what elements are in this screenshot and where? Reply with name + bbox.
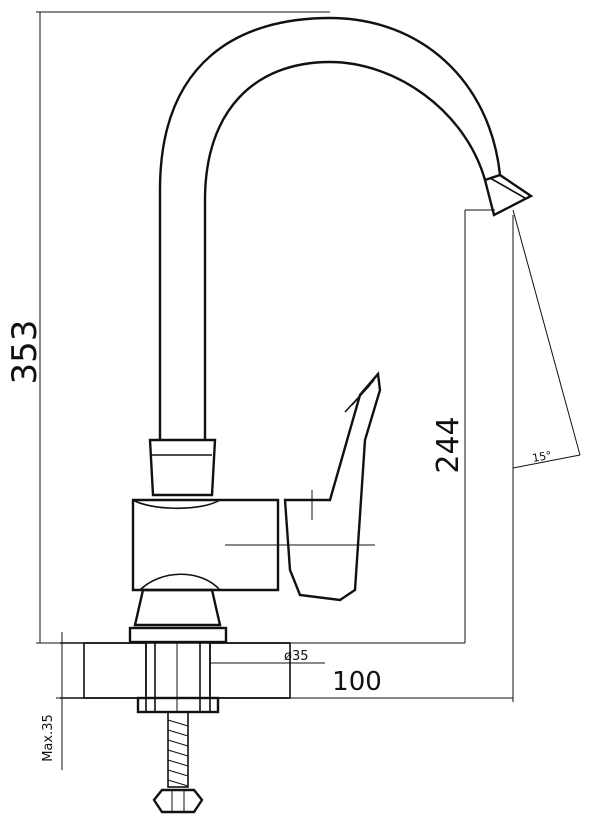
- dimension-height-353: 353: [5, 11, 465, 644]
- hole-diameter-label: ø35: [284, 649, 309, 664]
- swivel-angle-label: 15°: [531, 449, 552, 465]
- dimension-spout-height-244: 244: [431, 209, 495, 643]
- swivel-angle-indicator: 15°: [512, 209, 581, 469]
- spout-height-label: 244: [431, 416, 466, 473]
- max-thickness-label: Max.35: [41, 714, 56, 762]
- faucet-body: [131, 438, 375, 592]
- faucet-spout: [158, 16, 534, 440]
- reach-label: 100: [332, 667, 382, 697]
- supply-hose: [152, 711, 204, 814]
- height-total-label: 353: [5, 320, 45, 385]
- dimension-reach-100: 100: [290, 215, 514, 702]
- faucet-handle: [283, 371, 382, 602]
- faucet-base: [128, 588, 228, 714]
- countertop-section: [60, 642, 291, 699]
- dimension-hole-diameter: ø35: [210, 649, 325, 664]
- dimension-max-thickness: Max.35: [41, 632, 68, 770]
